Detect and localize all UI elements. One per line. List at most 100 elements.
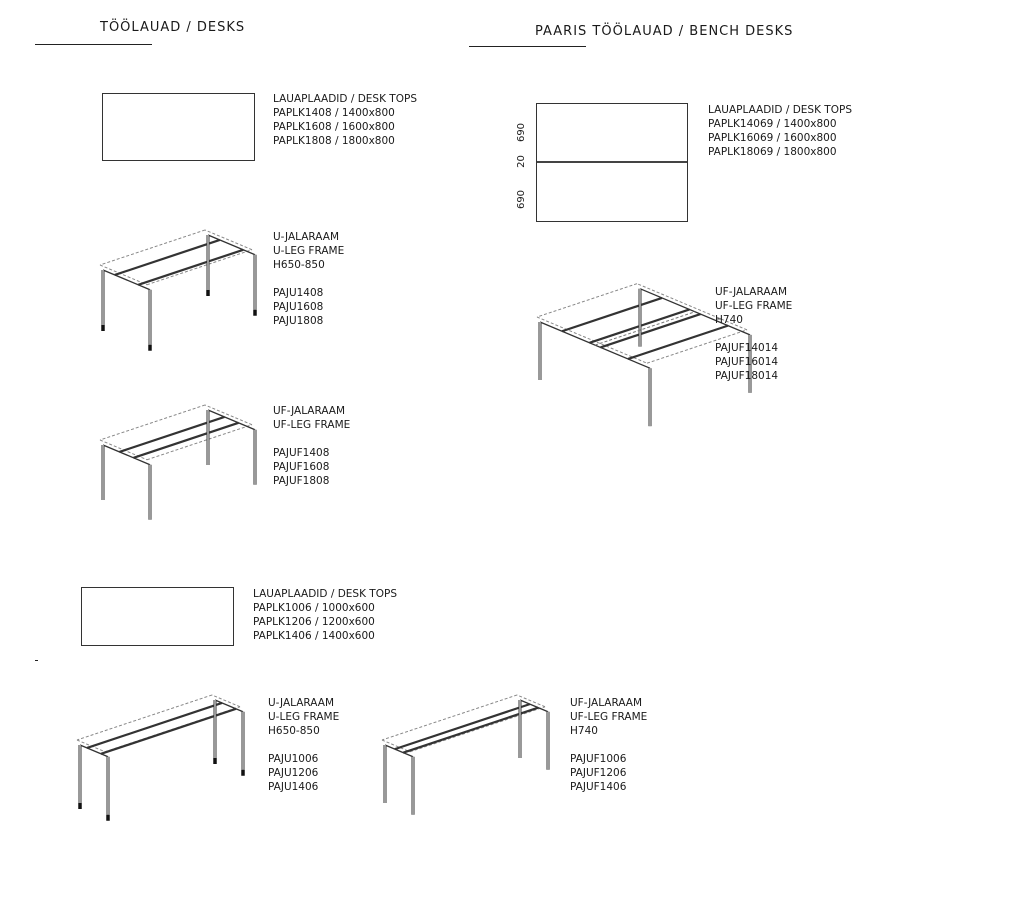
desk-top-800-drawing bbox=[102, 93, 255, 161]
item: PAPLK1206 / 1200x600 bbox=[253, 616, 375, 628]
item: PAPLK16069 / 1600x800 bbox=[708, 132, 837, 144]
heading: LAUAPLAADID / DESK TOPS bbox=[273, 93, 417, 105]
item: PAPLK1406 / 1400x600 bbox=[253, 630, 375, 642]
bench-top-drawing bbox=[536, 103, 688, 222]
heading: LAUAPLAADID / DESK TOPS bbox=[708, 104, 852, 116]
desk-top-outline bbox=[99, 404, 206, 441]
item: PAPLK1808 / 1800x800 bbox=[273, 135, 395, 147]
line: UF-JALARAAM bbox=[570, 697, 643, 709]
long-rail bbox=[137, 248, 244, 286]
small-dash bbox=[35, 660, 38, 661]
uf-frame-600-label: UF-JALARAAM UF-LEG FRAME H740 PAJUF1006 … bbox=[570, 696, 647, 794]
u-frame-800-label: U-JALARAAM U-LEG FRAME H650-850 PAJU1408… bbox=[273, 230, 344, 328]
line: UF-JALARAAM bbox=[715, 286, 788, 298]
uf-leg-frame-600-drawing bbox=[381, 694, 550, 815]
long-rail bbox=[600, 313, 701, 349]
frame-rail bbox=[384, 744, 414, 758]
desk-top-outline bbox=[76, 694, 213, 741]
heading: LAUAPLAADID / DESK TOPS bbox=[253, 588, 397, 600]
code: PAJU1808 bbox=[273, 315, 324, 327]
desk-top-outline bbox=[204, 404, 253, 426]
line: U-JALARAAM bbox=[268, 697, 335, 709]
code: PAJU1406 bbox=[268, 781, 319, 793]
item: PAPLK14069 / 1400x800 bbox=[708, 118, 837, 130]
item: PAPLK1408 / 1400x800 bbox=[273, 107, 395, 119]
long-rail bbox=[627, 324, 729, 361]
code: PAJUF1808 bbox=[273, 475, 330, 487]
bench-section-title: PAARIS TÖÖLAUAD / BENCH DESKS bbox=[535, 24, 794, 39]
line: H650-850 bbox=[273, 259, 325, 271]
long-rail bbox=[86, 701, 223, 749]
long-rail bbox=[114, 238, 221, 276]
dimension-label: 20 bbox=[515, 155, 527, 168]
desk-tops-800-label: LAUAPLAADID / DESK TOPS PAPLK1408 / 1400… bbox=[273, 92, 417, 148]
code: PAJU1006 bbox=[268, 753, 319, 765]
desk-top-outline bbox=[99, 229, 206, 266]
frame-rail bbox=[102, 269, 151, 291]
code: PAJUF1206 bbox=[570, 767, 627, 779]
frame-rail bbox=[214, 699, 244, 713]
frame-rail bbox=[207, 234, 256, 256]
long-rail bbox=[402, 706, 539, 754]
frame-rail bbox=[79, 744, 109, 758]
item: PAPLK1608 / 1600x800 bbox=[273, 121, 395, 133]
desk-top-600-drawing bbox=[81, 587, 234, 646]
desk-top-outline bbox=[204, 229, 253, 251]
uf-leg-frame-800-drawing bbox=[99, 404, 257, 520]
desk-top-outline bbox=[381, 739, 411, 753]
uf-frame-800-label: UF-JALARAAM UF-LEG FRAME PAJUF1408 PAJUF… bbox=[273, 404, 350, 488]
desk-top-outline bbox=[516, 694, 546, 708]
desk-tops-600-label: LAUAPLAADID / DESK TOPS PAPLK1006 / 1000… bbox=[253, 587, 397, 643]
bench-title-rule bbox=[469, 46, 586, 47]
desk-top-outline bbox=[381, 694, 518, 741]
frame-rail bbox=[102, 444, 151, 466]
u-frame-600-label: U-JALARAAM U-LEG FRAME H650-850 PAJU1006… bbox=[268, 696, 339, 794]
line: H650-850 bbox=[268, 725, 320, 737]
long-rail bbox=[394, 703, 531, 751]
code: PAJUF1406 bbox=[570, 781, 627, 793]
code: PAJU1206 bbox=[268, 767, 319, 779]
dimension-label: 690 bbox=[516, 189, 528, 210]
frame-rail bbox=[519, 699, 549, 713]
long-rail bbox=[133, 421, 239, 459]
code: PAJU1408 bbox=[273, 287, 324, 299]
line: UF-LEG FRAME bbox=[715, 300, 793, 312]
bench-tops-label: LAUAPLAADID / DESK TOPS PAPLK14069 / 140… bbox=[708, 103, 852, 159]
bench-gap-line bbox=[537, 161, 687, 163]
bench-frame-label: UF-JALARAAM UF-LEG FRAME H740 PAJUF14014… bbox=[715, 285, 792, 383]
frame-rail bbox=[207, 409, 256, 431]
u-leg-frame-800-drawing bbox=[99, 229, 257, 351]
code: PAJUF14014 bbox=[715, 342, 779, 354]
dimension-label: 690 bbox=[516, 122, 528, 143]
code: PAJUF1608 bbox=[273, 461, 330, 473]
code: PAJUF16014 bbox=[715, 356, 779, 368]
desk-top-outline bbox=[646, 329, 748, 364]
desk-top-outline bbox=[536, 316, 648, 364]
desk-top-outline bbox=[99, 264, 148, 286]
line: U-JALARAAM bbox=[273, 231, 340, 243]
item: PAPLK1006 / 1000x600 bbox=[253, 602, 375, 614]
desk-top-outline bbox=[146, 249, 253, 286]
code: PAJUF18014 bbox=[715, 370, 779, 382]
code: PAJUF1006 bbox=[570, 753, 627, 765]
line: UF-LEG FRAME bbox=[570, 711, 648, 723]
bench-uf-frame-drawing bbox=[536, 283, 752, 427]
item: PAPLK18069 / 1800x800 bbox=[708, 146, 837, 158]
code: PAJU1608 bbox=[273, 301, 324, 313]
desk-top-outline bbox=[536, 283, 638, 318]
line: UF-LEG FRAME bbox=[273, 419, 351, 431]
line: U-LEG FRAME bbox=[273, 245, 345, 257]
center-rail bbox=[594, 311, 696, 346]
desk-top-outline bbox=[211, 694, 241, 708]
desks-title-rule bbox=[35, 44, 152, 45]
u-leg-frame-600-drawing bbox=[76, 694, 245, 821]
code: PAJUF1408 bbox=[273, 447, 330, 459]
line: H740 bbox=[570, 725, 598, 737]
line: H740 bbox=[715, 314, 743, 326]
desks-section-title: TÖÖLAUAD / DESKS bbox=[100, 20, 246, 35]
line: U-LEG FRAME bbox=[268, 711, 340, 723]
long-rail bbox=[561, 296, 663, 333]
line: UF-JALARAAM bbox=[273, 405, 346, 417]
desk-top-outline bbox=[146, 424, 253, 461]
desk-top-outline bbox=[409, 706, 546, 753]
